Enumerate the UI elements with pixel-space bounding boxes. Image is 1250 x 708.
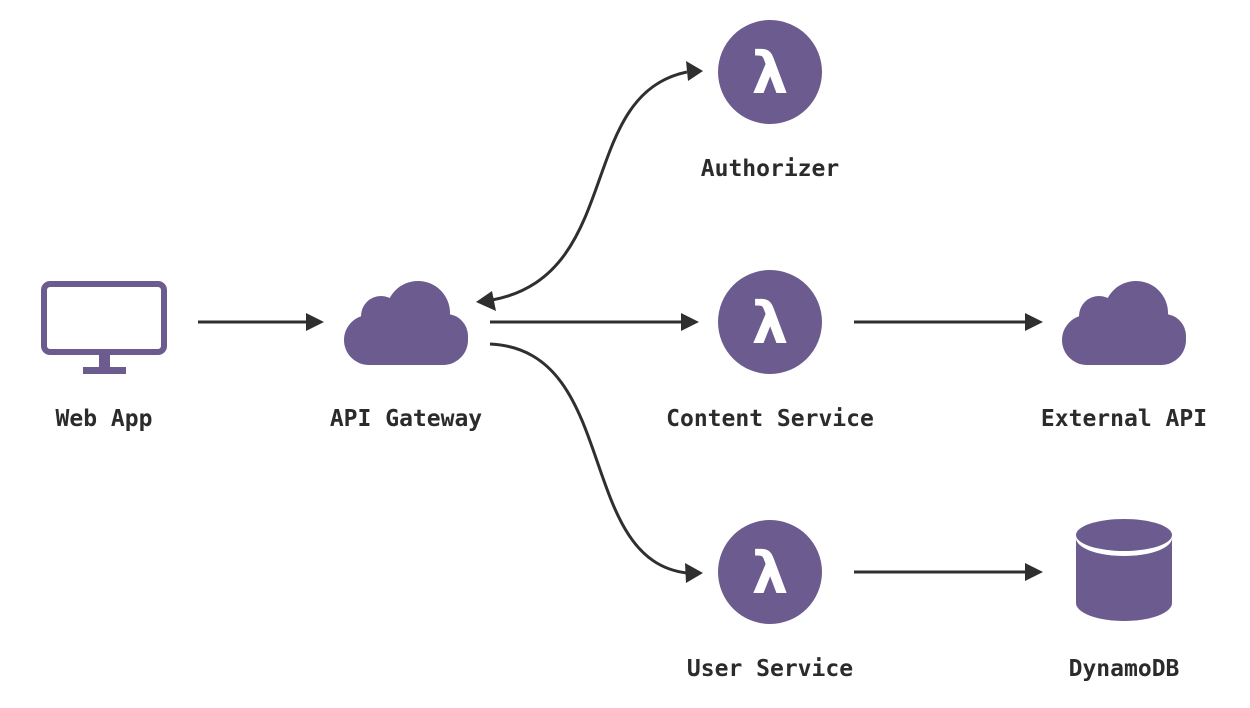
- node-authorizer[interactable]: λ Authorizer: [701, 20, 839, 182]
- node-external-api[interactable]: External API: [1041, 281, 1207, 432]
- node-web-app[interactable]: Web App: [41, 281, 167, 432]
- lambda-glyph: λ: [752, 289, 789, 357]
- node-user-service[interactable]: λ User Service: [687, 520, 853, 682]
- lambda-icon: λ: [718, 270, 822, 374]
- node-content-service[interactable]: λ Content Service: [666, 270, 874, 432]
- external-api-label: External API: [1041, 406, 1207, 432]
- api-gateway-label: API Gateway: [330, 406, 482, 432]
- monitor-icon: [41, 281, 167, 374]
- cloud-icon: [344, 281, 468, 365]
- database-icon: [1076, 519, 1172, 621]
- user-service-label: User Service: [687, 656, 853, 682]
- lambda-glyph: λ: [752, 39, 789, 107]
- authorizer-label: Authorizer: [701, 156, 839, 182]
- edge-gateway-authorizer: [476, 61, 703, 311]
- node-dynamodb[interactable]: DynamoDB: [1069, 519, 1180, 682]
- edge-content-service-to-external-api: [854, 313, 1043, 331]
- edge-webapp-to-gateway: [198, 313, 324, 331]
- lambda-glyph: λ: [752, 539, 789, 607]
- cloud-icon: [1062, 281, 1186, 365]
- edge-gateway-to-user-service: [489, 342, 703, 583]
- dynamodb-label: DynamoDB: [1069, 656, 1180, 682]
- edges: [198, 61, 1043, 583]
- web-app-label: Web App: [56, 406, 153, 432]
- lambda-icon: λ: [718, 520, 822, 624]
- edge-gateway-to-content-service: [490, 313, 699, 331]
- edge-user-service-to-dynamodb: [854, 563, 1043, 581]
- node-api-gateway[interactable]: API Gateway: [330, 281, 482, 432]
- content-service-label: Content Service: [666, 406, 874, 432]
- lambda-icon: λ: [718, 20, 822, 124]
